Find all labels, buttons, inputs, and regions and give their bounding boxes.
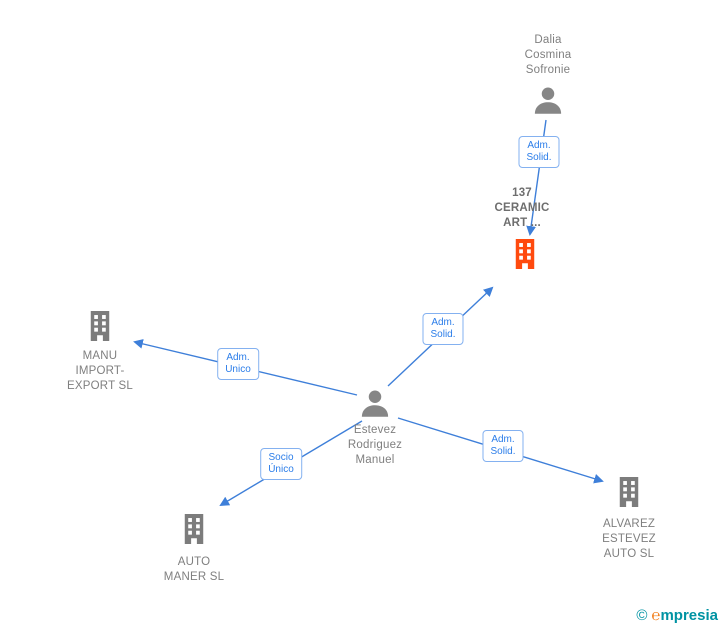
node-label-137-ceramic-art[interactable]: 137 CERAMIC ART ... — [494, 187, 550, 229]
building-icon[interactable] — [616, 477, 642, 507]
relation-badge-adm-solid: Adm. Solid. — [482, 430, 524, 462]
relation-badge-adm-solid: Adm. Solid. — [422, 313, 464, 345]
relation-badge-socio-unico: Socio Único — [260, 448, 302, 480]
relation-badge-adm-solid: Adm. Solid. — [518, 136, 560, 168]
empresia-logo[interactable]: ©℮mpresia — [636, 607, 718, 624]
node-label-auto-maner-sl[interactable]: AUTO MANER SL — [163, 556, 225, 583]
node-label-dalia-cosmina-sofronie[interactable]: Dalia Cosmina Sofronie — [524, 34, 572, 76]
building-icon-highlighted[interactable] — [512, 239, 538, 269]
node-label-alvarez-estevez-auto-sl[interactable]: ALVAREZ ESTEVEZ AUTO SL — [602, 518, 656, 560]
person-icon[interactable] — [533, 86, 563, 114]
person-icon[interactable] — [360, 389, 390, 417]
logo-text: mpresia — [660, 607, 718, 624]
building-icon[interactable] — [181, 514, 207, 544]
copyright-symbol: © — [636, 607, 648, 624]
node-label-estevez-rodriguez-manuel[interactable]: Estevez Rodriguez Manuel — [347, 424, 403, 466]
relation-badge-adm-unico: Adm. Unico — [217, 348, 259, 380]
building-icon[interactable] — [87, 311, 113, 341]
logo-e-icon: ℮ — [651, 607, 661, 624]
node-label-manu-import-export-sl[interactable]: MANU IMPORT- EXPORT SL — [67, 350, 133, 392]
